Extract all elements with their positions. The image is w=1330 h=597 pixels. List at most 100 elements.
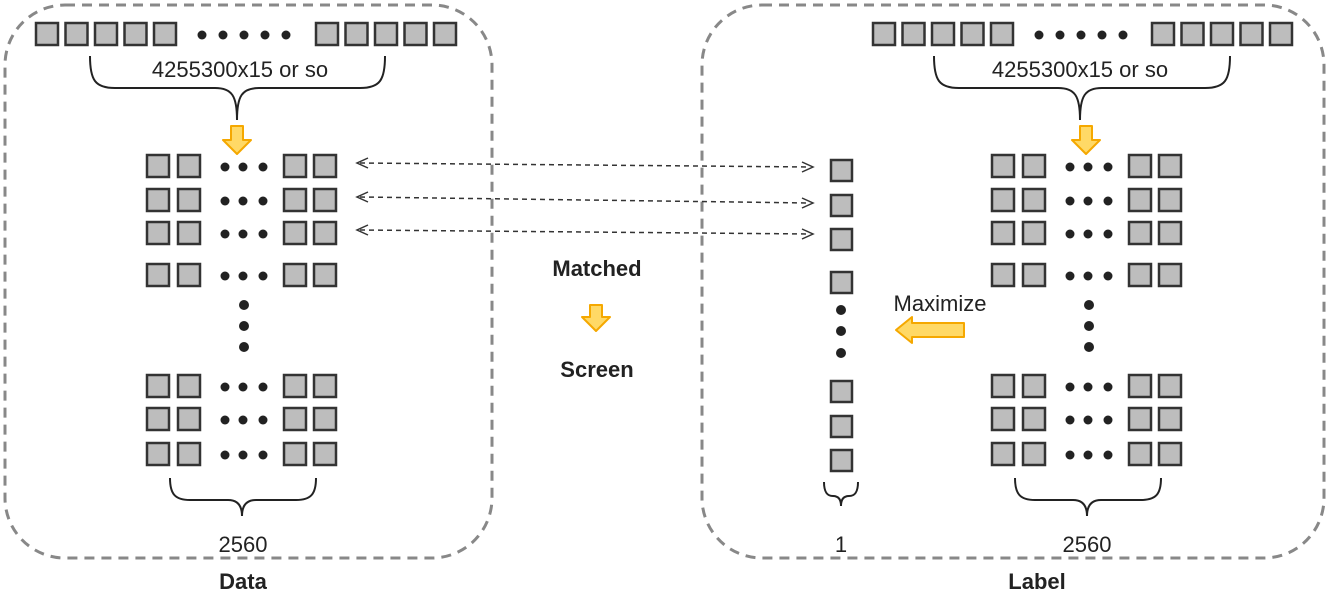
label-count-label: 2560 [1063, 532, 1112, 557]
matrix-cell [1021, 187, 1047, 213]
matrix-row-dot [220, 229, 230, 239]
matrix-row-dot [1103, 196, 1113, 206]
matrix-cell [990, 153, 1016, 179]
matrix-cell [282, 262, 308, 288]
matrix-row-dot [258, 415, 268, 425]
matrix-row-dot [1103, 415, 1113, 425]
matrix-cell [1157, 441, 1183, 467]
matrix-cell [176, 220, 202, 246]
matrix-vertical-dot [1084, 321, 1094, 331]
matrix-row-dot [220, 196, 230, 206]
sequence-cell [403, 21, 428, 47]
matching-arrow [359, 196, 811, 204]
matrix-cell [282, 373, 308, 399]
matrix-row-dot [1083, 229, 1093, 239]
matrix-cell [176, 262, 202, 288]
sequence-dot [1055, 30, 1065, 40]
data-panel-border [3, 3, 494, 560]
matching-arrow [359, 229, 811, 235]
column-cell [829, 270, 854, 295]
matrix-row-dot [1083, 271, 1093, 281]
matrix-row-dot [238, 271, 248, 281]
matrix-cell [176, 373, 202, 399]
matrix-row-dot [1103, 450, 1113, 460]
matrix-cell [990, 220, 1016, 246]
sequence-cell [1209, 21, 1235, 47]
matrix-cell [312, 187, 338, 213]
matrix-row-dot [238, 415, 248, 425]
matched-to-screen-arrow-icon [581, 304, 611, 332]
sequence-cell [1268, 21, 1294, 47]
matrix-cell [990, 441, 1016, 467]
matrix-row-dot [1065, 450, 1075, 460]
sequence-dot [239, 30, 249, 40]
sequence-dot [218, 30, 228, 40]
column-vertical-dot [836, 305, 846, 315]
matrix-cell [1021, 441, 1047, 467]
sequence-cell [432, 21, 458, 47]
matrix-row-dot [1103, 271, 1113, 281]
sequence-cell [64, 21, 89, 47]
matrix-row-dot [1065, 196, 1075, 206]
matrix-vertical-dot [1084, 342, 1094, 352]
matrix-cell [1021, 406, 1047, 432]
maximize-label: Maximize [894, 291, 987, 316]
matrix-cell [1157, 262, 1183, 288]
matrix-cell [1127, 262, 1153, 288]
column-bottom-brace [823, 481, 859, 507]
matrix-row-dot [1083, 415, 1093, 425]
column-vertical-dot [836, 326, 846, 336]
matrix-cell [990, 406, 1016, 432]
sequence-cell [344, 21, 369, 47]
sequence-cell [989, 21, 1015, 47]
screen-label: Screen [560, 357, 633, 382]
column-cell [829, 193, 854, 218]
matrix-row-dot [1065, 229, 1075, 239]
matrix-row-dot [1065, 162, 1075, 172]
sequence-dot [281, 30, 291, 40]
matrix-cell [176, 406, 202, 432]
matched-label: Matched [552, 256, 641, 281]
sequence-dot [260, 30, 270, 40]
sequence-cell [314, 21, 340, 47]
matrix-row-dot [220, 415, 230, 425]
matrix-row-dot [238, 162, 248, 172]
sequence-cell [93, 21, 119, 47]
matrix-cell [1127, 406, 1153, 432]
matrix-cell [282, 441, 308, 467]
matrix-cell [990, 187, 1016, 213]
label-top-brace-label: 4255300x15 or so [992, 57, 1168, 82]
matrix-row-dot [1083, 382, 1093, 392]
matrix-row-dot [1083, 450, 1093, 460]
data-count-label: 2560 [219, 532, 268, 557]
matrix-cell [1127, 153, 1153, 179]
column-cell [829, 448, 854, 473]
matrix-row-dot [1103, 162, 1113, 172]
maximize-left-arrow-icon [895, 316, 965, 344]
label-panel-caption: Label [1008, 569, 1065, 594]
matrix-vertical-dot [239, 321, 249, 331]
matrix-cell [176, 153, 202, 179]
column-cell [829, 379, 854, 404]
matrix-cell [145, 220, 171, 246]
matrix-cell [145, 187, 171, 213]
cell-grid-layer [34, 21, 1294, 473]
matrix-row-dot [238, 229, 248, 239]
sequence-cell [373, 21, 399, 47]
sequence-cell [1150, 21, 1176, 47]
matrix-cell [312, 441, 338, 467]
matrix-row-dot [1083, 162, 1093, 172]
matrix-row-dot [220, 450, 230, 460]
matrix-cell [1157, 406, 1183, 432]
matrix-cell [282, 187, 308, 213]
matrix-row-dot [258, 450, 268, 460]
matrix-vertical-dot [239, 342, 249, 352]
sequence-cell [152, 21, 178, 47]
label-down-arrow-icon [1071, 125, 1101, 155]
column-cell [829, 227, 854, 252]
matrix-cell [312, 153, 338, 179]
matrix-row-dot [1103, 229, 1113, 239]
data-down-arrow-icon [222, 125, 252, 155]
column-cell [829, 158, 854, 183]
